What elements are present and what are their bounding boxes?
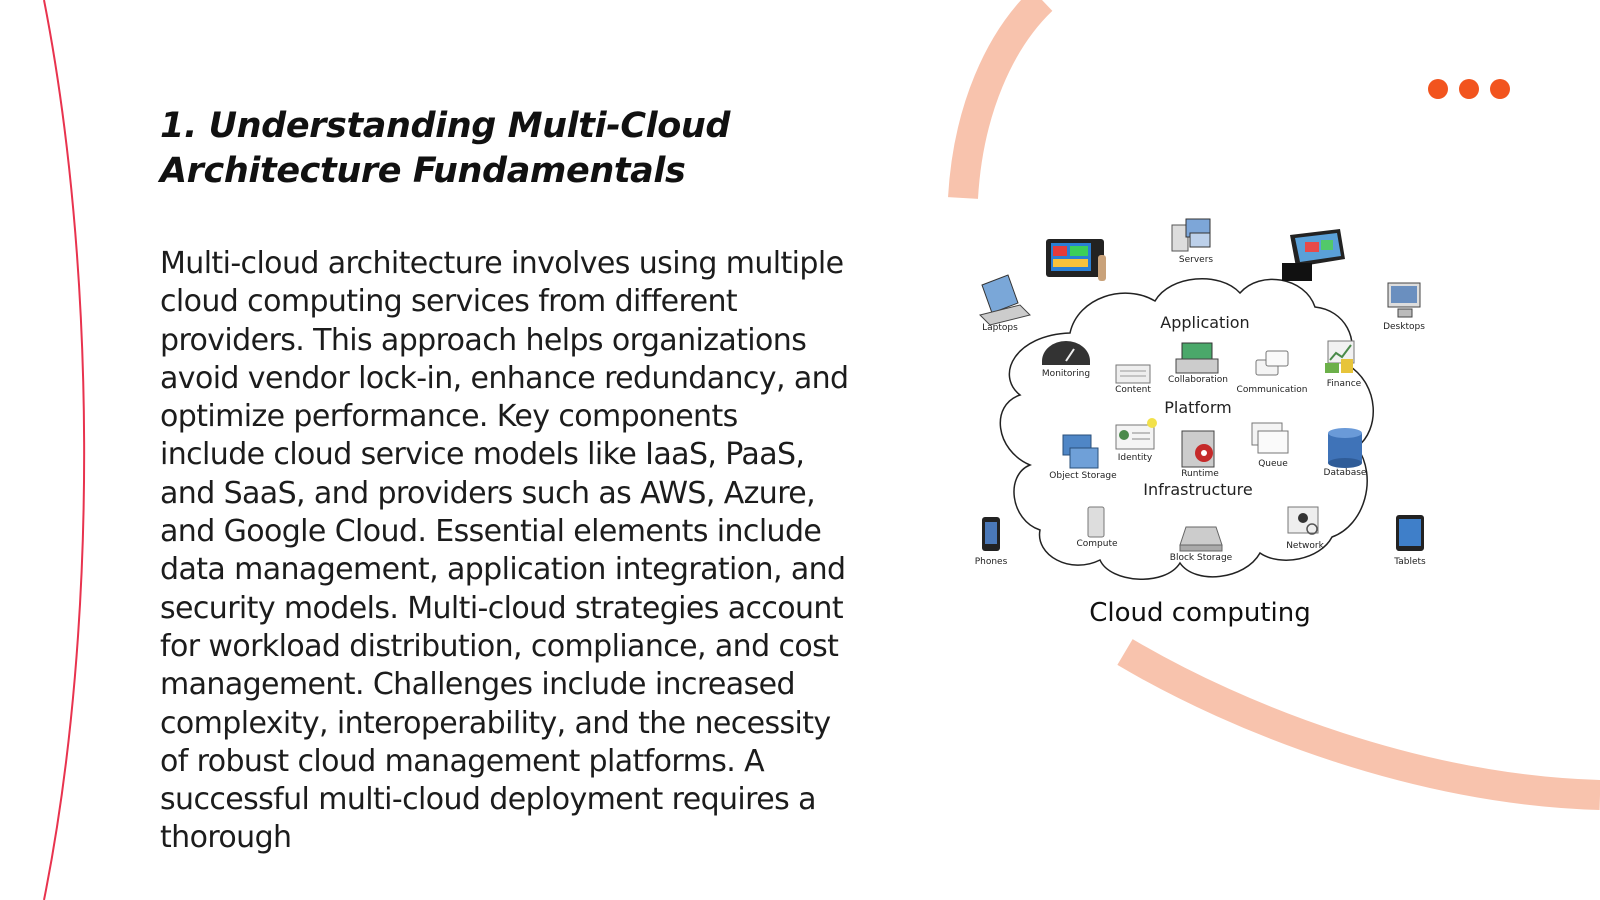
bottom-arc-decoration — [1117, 639, 1600, 810]
finance-icon — [1325, 340, 1355, 373]
tablet-icon — [1396, 515, 1424, 551]
block-storage-icon — [1179, 526, 1223, 552]
layer-application-label: Application — [1160, 313, 1249, 332]
device-laptops-label: Laptops — [982, 323, 1018, 333]
network-icon — [1287, 506, 1319, 535]
database-icon — [1328, 428, 1362, 468]
device-tablets-label: Tablets — [1393, 557, 1426, 567]
left-curve-line — [43, 0, 86, 900]
diagram-caption: Cloud computing — [1089, 598, 1311, 628]
service-compute-label: Compute — [1076, 539, 1118, 549]
top-arc-decoration — [948, 0, 1053, 199]
service-block-storage-label: Block Storage — [1170, 553, 1233, 563]
service-monitoring-label: Monitoring — [1042, 369, 1090, 379]
service-queue-label: Queue — [1258, 459, 1288, 469]
device-servers-label: Servers — [1179, 255, 1214, 265]
service-finance-label: Finance — [1327, 379, 1362, 389]
service-communication-label: Communication — [1237, 385, 1308, 395]
dot-2 — [1459, 79, 1479, 99]
servers-icon — [1171, 218, 1211, 252]
service-runtime-label: Runtime — [1181, 469, 1219, 479]
layer-platform-label: Platform — [1164, 398, 1231, 417]
service-network-label: Network — [1286, 541, 1324, 551]
service-collaboration-label: Collaboration — [1168, 375, 1228, 385]
runtime-icon — [1181, 430, 1215, 468]
service-identity-label: Identity — [1118, 453, 1153, 463]
monitoring-icon — [1042, 341, 1090, 365]
identity-icon — [1115, 418, 1157, 450]
device-desktops-label: Desktops — [1383, 322, 1425, 332]
dot-3 — [1490, 79, 1510, 99]
laptop-icon — [979, 274, 1031, 326]
device-phones-label: Phones — [975, 557, 1008, 567]
desktop-icon — [1387, 282, 1421, 318]
service-content-label: Content — [1115, 385, 1151, 395]
dots-indicator — [1428, 79, 1510, 99]
layer-infrastructure-label: Infrastructure — [1143, 480, 1252, 499]
cloud-computing-diagram: Application Platform Infrastructure Serv… — [975, 218, 1426, 580]
collaboration-icon — [1175, 342, 1219, 374]
service-object-storage-label: Object Storage — [1049, 471, 1117, 481]
slide-title: 1. Understanding Multi-Cloud Architectur… — [160, 106, 731, 191]
queue-icon — [1251, 422, 1289, 454]
terminal-icon — [1282, 229, 1345, 281]
service-database-label: Database — [1324, 468, 1367, 478]
content-icon — [1115, 364, 1151, 384]
slide-body-text: Multi-cloud architecture involves using … — [160, 246, 849, 856]
monitor-screen-icon — [1046, 239, 1106, 281]
object-storage-icon — [1062, 434, 1099, 469]
phone-icon — [982, 517, 1000, 551]
communication-icon — [1255, 350, 1289, 376]
dot-1 — [1428, 79, 1448, 99]
compute-icon — [1087, 506, 1105, 538]
